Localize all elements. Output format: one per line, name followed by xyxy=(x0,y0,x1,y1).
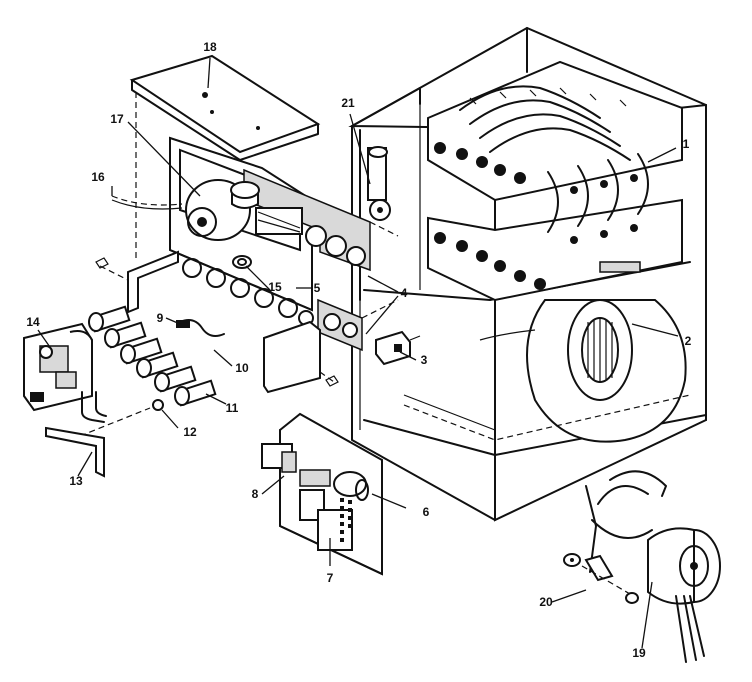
burner xyxy=(120,337,163,365)
burner xyxy=(136,351,179,379)
callout-10: 10 xyxy=(235,361,249,375)
orifice xyxy=(79,399,164,437)
manifold-bracket xyxy=(95,250,339,394)
callout-16: 16 xyxy=(91,170,105,184)
callout-19: 19 xyxy=(632,646,646,660)
burner xyxy=(174,379,217,407)
heat-exchanger xyxy=(427,60,683,302)
callout-14: 14 xyxy=(26,315,40,329)
callout-13: 13 xyxy=(69,474,83,488)
callout-2: 2 xyxy=(684,334,692,348)
inducer-blower xyxy=(185,179,303,241)
blower-assembly xyxy=(479,299,687,443)
callout-5: 5 xyxy=(313,281,321,295)
callout-21: 21 xyxy=(341,96,355,110)
callout-3: 3 xyxy=(420,353,428,367)
callout-6: 6 xyxy=(422,505,430,519)
callout-20: 20 xyxy=(539,595,553,609)
igniter xyxy=(176,320,190,328)
gas-valve xyxy=(23,322,93,412)
burner-row xyxy=(88,305,225,407)
blower-motor xyxy=(584,470,721,663)
burner xyxy=(154,365,197,393)
callout-4: 4 xyxy=(400,286,408,300)
callout-7: 7 xyxy=(326,571,334,585)
pressure-switch xyxy=(232,255,252,269)
limit-switch xyxy=(367,146,391,221)
callout-18: 18 xyxy=(203,40,217,54)
pressure-hose xyxy=(111,195,183,210)
gas-pipe xyxy=(45,391,107,478)
callout-1: 1 xyxy=(682,137,690,151)
burner-box-panel xyxy=(169,136,399,352)
burner xyxy=(88,305,131,333)
callout-15: 15 xyxy=(268,280,282,294)
motor-mount-parts xyxy=(563,553,639,604)
callout-12: 12 xyxy=(183,425,197,439)
control-board xyxy=(261,412,383,576)
callout-17: 17 xyxy=(110,112,124,126)
leader-lines xyxy=(37,57,679,649)
callout-11: 11 xyxy=(225,401,239,415)
rollout-switch xyxy=(375,330,421,366)
cabinet-base xyxy=(403,394,691,441)
callout-8: 8 xyxy=(251,487,259,501)
callout-9: 9 xyxy=(156,311,164,325)
burner xyxy=(104,321,147,349)
